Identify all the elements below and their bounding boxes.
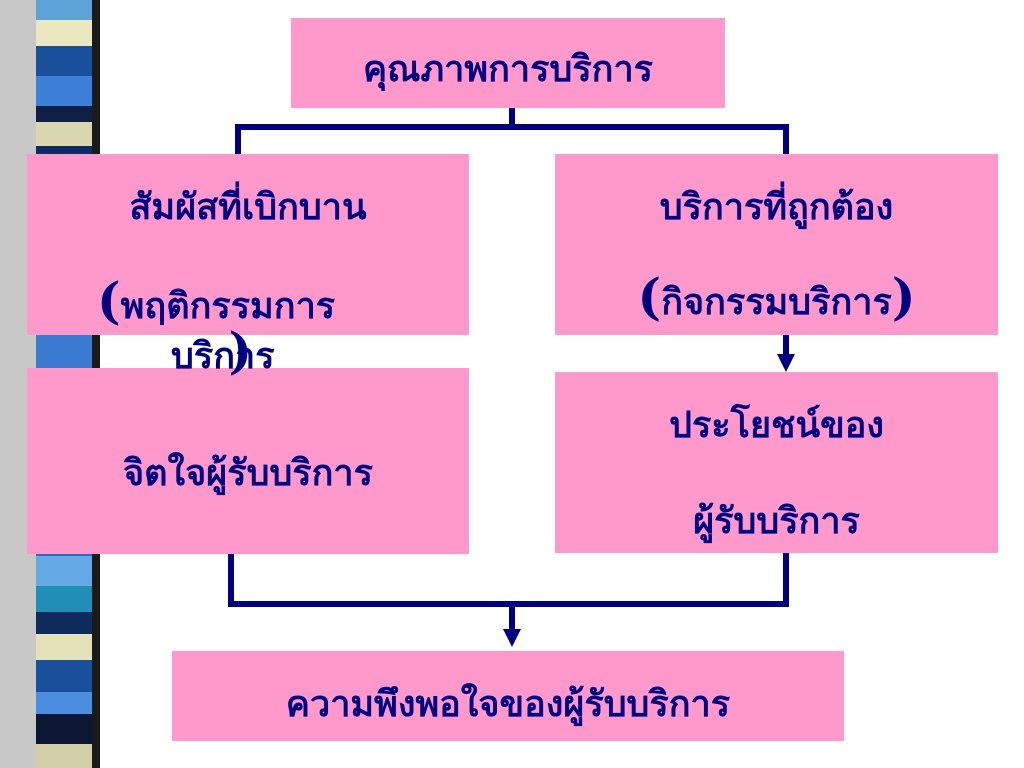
node-customer-mind: จิตใจผู้รับบริการ (27, 368, 469, 554)
node-pleasant-contact-line3: บริการ) (171, 321, 275, 380)
connector-top-stem (509, 106, 515, 128)
node-service-quality: คุณภาพการบริการ (291, 18, 725, 108)
connector-bottom-bar (228, 601, 789, 607)
connector-top-bar (235, 124, 789, 130)
connector-bottom-stem (509, 601, 515, 631)
open-paren: ( (637, 267, 662, 326)
connector-left-bottom (228, 553, 234, 607)
arrow-bottom (503, 629, 521, 647)
node-correct-service-line2: (กิจกรรมบริการ) (637, 267, 916, 326)
connector-right-drop (783, 124, 789, 154)
connector-right-mid (783, 334, 789, 356)
connector-right-bottom (783, 553, 789, 607)
node-customer-mind-label: จิตใจผู้รับบริการ (123, 452, 373, 494)
arrow-right-mid (777, 354, 795, 372)
node-customer-benefit: ประโยชน์ของ ผู้รับบริการ (555, 372, 998, 553)
node-correct-service-line1: บริการที่ถูกต้อง (659, 186, 894, 228)
node-correct-service: บริการที่ถูกต้อง (กิจกรรมบริการ) (555, 154, 998, 335)
node-pleasant-contact: สัมผัสที่เบิกบาน (พฤติกรรมการ บริการ) (27, 154, 469, 377)
node-customer-satisfaction: ความพึงพอใจของผู้รับบริการ (172, 651, 844, 741)
node-customer-benefit-line1: ประโยชน์ของ (669, 404, 884, 446)
close-paren: ) (228, 321, 253, 380)
connector-left-drop (235, 124, 241, 154)
node-pleasant-contact-line2: (พฤติกรรมการ (97, 271, 336, 330)
node-customer-benefit-line2: ผู้รับบริการ (693, 500, 860, 542)
node-customer-satisfaction-label: ความพึงพอใจของผู้รับบริการ (285, 683, 731, 725)
node-pleasant-contact-line1: สัมผัสที่เบิกบาน (129, 186, 367, 228)
open-paren: ( (97, 271, 121, 330)
node-service-quality-label: คุณภาพการบริการ (362, 48, 654, 90)
close-paren: ) (891, 267, 916, 326)
